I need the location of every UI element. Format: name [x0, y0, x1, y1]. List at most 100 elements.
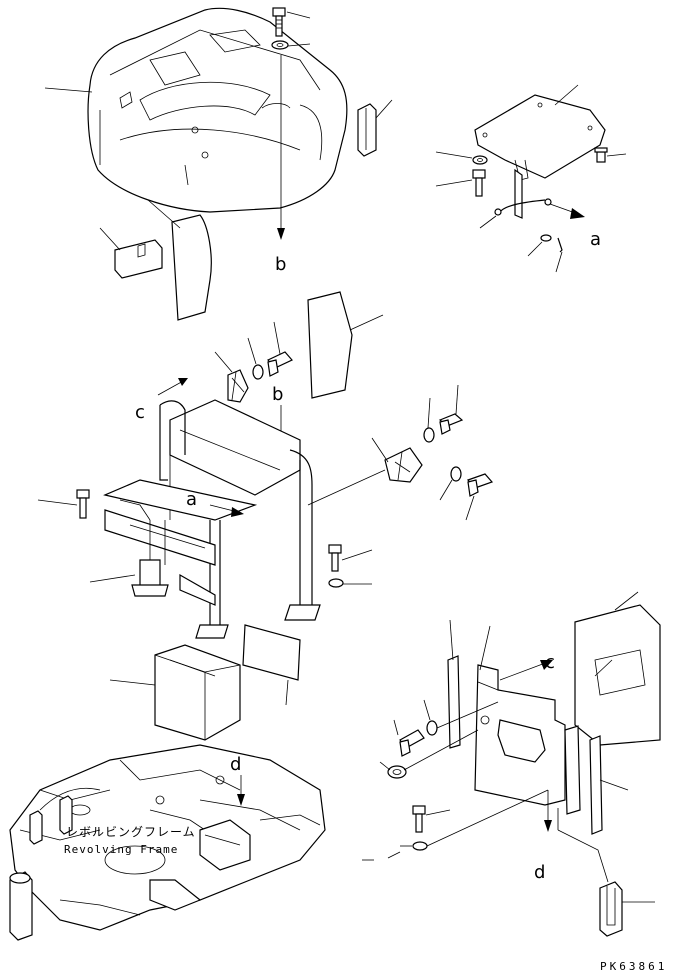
leader-cover-insulation — [614, 591, 639, 611]
leader-dash-right — [387, 851, 401, 859]
label-c-right: c — [545, 652, 555, 673]
leader-bolt-hinge-right-2 — [465, 495, 475, 521]
strip-right — [589, 735, 603, 835]
leader-pad-large — [147, 199, 181, 229]
bolt-top — [272, 7, 286, 37]
leader-bolt-hinge — [273, 321, 281, 355]
leader-rod — [479, 215, 497, 229]
leader-pad-small — [99, 227, 121, 251]
strip-left — [447, 655, 461, 749]
cover-plate — [474, 664, 566, 806]
cover-insulation — [574, 604, 661, 746]
leader-bolt-plate — [435, 179, 473, 187]
stand-foot — [131, 559, 169, 597]
seat-stand — [103, 399, 321, 639]
leader-battery-box — [109, 679, 156, 686]
bolt-cover-lower — [412, 805, 426, 833]
leader-strip-right — [599, 779, 629, 791]
washer-cover — [426, 720, 438, 736]
leader-strip-left — [449, 619, 454, 661]
arrow-a-mid — [209, 504, 244, 517]
leader-washer-top — [287, 43, 311, 47]
arrow-a-upper — [549, 203, 585, 219]
bolt-plate — [472, 169, 486, 197]
insulation-sheet — [242, 624, 301, 681]
leader-hinge-upper — [214, 351, 233, 373]
washer-stand-right — [328, 578, 344, 588]
label-a-mid: a — [186, 489, 197, 510]
washer-cover-lower — [412, 841, 428, 851]
bolt-cover — [399, 729, 425, 757]
leader-washer-hinge-right — [427, 397, 431, 429]
leader-cover-window — [594, 659, 613, 677]
leader-sheet — [285, 679, 289, 706]
leader-bolt-stand — [37, 499, 78, 506]
leader-washer-cover-lower — [426, 789, 549, 847]
bolt-stand-right — [328, 544, 342, 572]
pad-small — [114, 239, 163, 279]
leader-bolt-cover-lower — [425, 809, 451, 816]
seat-cushion — [87, 7, 348, 213]
leader-pin — [555, 251, 563, 273]
label-d-lower: d — [230, 754, 241, 775]
pin-small — [557, 237, 563, 253]
leader-grommet — [606, 153, 627, 157]
leader-washer-small — [527, 241, 543, 257]
leader-clip-seat — [375, 99, 393, 119]
washer-hinge-right-2 — [450, 466, 462, 482]
leader-bolt-cover — [393, 719, 399, 736]
washer-plate — [472, 155, 488, 165]
pad-large — [171, 214, 212, 321]
leader-washer-plate — [435, 151, 473, 159]
revolving-frame-label-en: Revolving Frame — [64, 843, 178, 856]
leader-bolt-stand-right — [341, 549, 373, 561]
arrow-d-lower — [237, 775, 245, 806]
grommet-plate — [594, 147, 608, 163]
label-a-upper: a — [590, 229, 601, 250]
bolt-hinge-right — [438, 413, 464, 435]
arrow-c-left — [157, 378, 188, 396]
battery-box — [154, 644, 241, 741]
leader-washer-to-cover — [436, 701, 499, 729]
revolving-frame-label-jp: レボルビングフレーム — [66, 825, 196, 839]
leader-cover-plate — [479, 625, 491, 671]
hinge-upper — [227, 369, 249, 403]
washer-hinge-right — [423, 427, 435, 443]
drawing-code: PK63861 — [600, 960, 667, 973]
leader-nut — [379, 761, 391, 771]
washer-hinge-upper — [252, 364, 264, 380]
bolt-hinge-upper — [267, 351, 293, 377]
leader-bolt-hinge-right — [455, 384, 459, 415]
leader-side-pad — [349, 314, 384, 331]
edge-clip — [599, 881, 623, 937]
label-c-left: c — [135, 402, 145, 423]
washer-small-right — [540, 234, 552, 242]
bolt-hinge-right-2 — [466, 473, 494, 497]
leader-washer-cover — [423, 699, 431, 721]
mount-plate — [474, 94, 606, 181]
label-b-upper: b — [275, 254, 286, 275]
hinge-right — [384, 447, 423, 483]
leader-edge-clip-2 — [557, 829, 609, 883]
leader-bolt-top — [286, 11, 311, 19]
leader-hinge-right — [371, 437, 389, 463]
label-b-mid: b — [272, 384, 283, 405]
washer-top — [271, 40, 289, 50]
revolving-frame — [9, 744, 326, 941]
leader-nut-to-cover — [403, 729, 479, 771]
leader-foot — [89, 574, 136, 583]
side-pad — [307, 291, 353, 399]
bracket-rod — [494, 168, 552, 219]
clip-seat — [357, 103, 377, 157]
arrow-c-right — [499, 660, 553, 681]
bolt-stand-left — [76, 489, 90, 519]
strip-mid — [564, 725, 581, 815]
leader-seat — [44, 87, 93, 93]
arrow-d-right — [544, 790, 552, 832]
leader-washer-hinge — [247, 337, 257, 365]
leader-washer-hinge-right-2 — [439, 479, 453, 501]
nut-cover — [387, 765, 407, 779]
leader-hinge-to-stand — [307, 469, 386, 506]
leader-plate — [554, 84, 579, 106]
